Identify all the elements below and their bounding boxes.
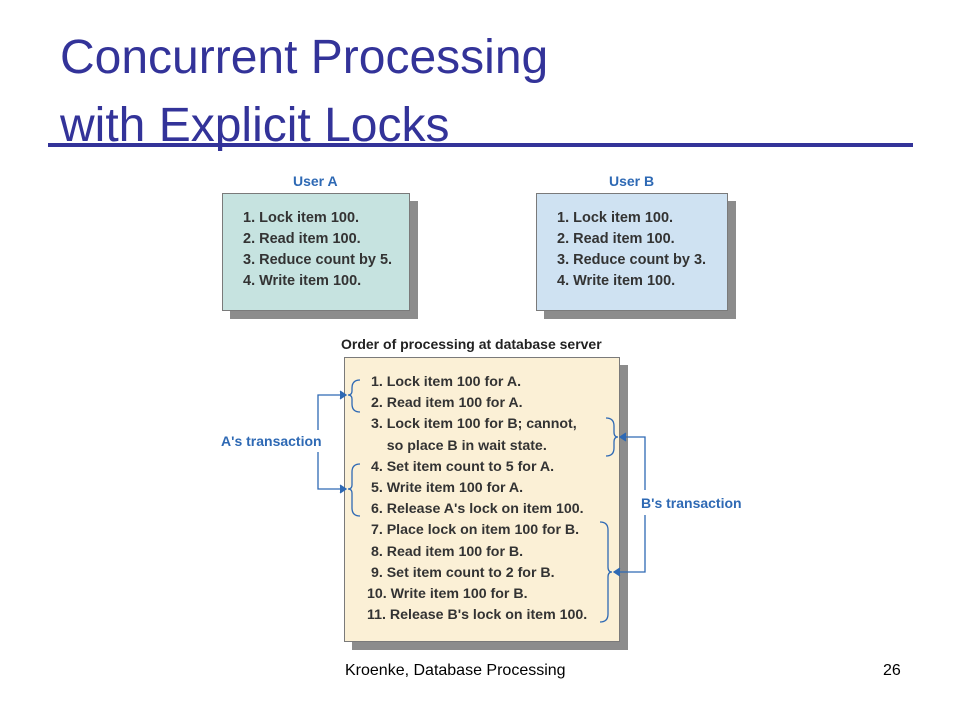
user-a-step: 1. Lock item 100. (243, 210, 360, 226)
user-b-step: 2. Read item 100. (557, 231, 675, 247)
server-step: 6. Release A's lock on item 100. (367, 501, 584, 518)
server-step: 4. Set item count to 5 for A. (367, 458, 555, 475)
server-order-box: 1. Lock item 100 for A. 2. Read item 100… (344, 357, 620, 642)
slide-title-line-1: Concurrent Processing (60, 31, 549, 84)
title-underline (48, 143, 913, 147)
server-step: 11. Release B's lock on item 100. (367, 607, 588, 624)
user-a-box: 1. Lock item 100. 2. Read item 100. 3. Red… (222, 193, 410, 311)
user-b-step: 3. Reduce count by 3. (557, 252, 707, 268)
server-step: so place B in wait state. (367, 437, 547, 454)
server-step: 3. Lock item 100 for B; cannot, (367, 416, 577, 433)
server-step: 5. Write item 100 for A. (367, 479, 524, 496)
user-a-step: 3. Reduce count by 5. (243, 252, 393, 268)
user-a-step: 4. Write item 100. (243, 273, 362, 289)
b-transaction-connector (612, 432, 646, 577)
user-b-box: 1. Lock item 100. 2. Read item 100. 3. Red… (536, 193, 728, 311)
user-b-steps: 1. Lock item 100. 2. Read item 100. 3. Red… (557, 208, 727, 292)
b-transaction-label: B's transaction (641, 495, 742, 511)
server-step: 9. Set item count to 2 for B. (367, 564, 555, 581)
a-transaction-braces (347, 379, 361, 517)
server-step: 7. Place lock on item 100 for B. (367, 522, 580, 539)
a-transaction-connector (317, 390, 348, 494)
footer-page-number: 26 (883, 662, 901, 679)
b-transaction-braces (599, 417, 619, 623)
user-a-steps: 1. Lock item 100. 2. Read item 100. 3. Red… (243, 208, 409, 292)
user-a-step: 2. Read item 100. (243, 231, 361, 247)
footer-source: Kroenke, Database Processing (345, 662, 566, 679)
server-step: 8. Read item 100 for B. (367, 543, 524, 560)
user-b-step: 4. Write item 100. (557, 273, 676, 289)
user-a-label: User A (293, 173, 338, 189)
user-b-step: 1. Lock item 100. (557, 210, 674, 226)
server-step: 10. Write item 100 for B. (367, 585, 528, 602)
server-step: 2. Read item 100 for A. (367, 395, 523, 412)
server-step: 1. Lock item 100 for A. (367, 374, 522, 390)
server-order-label: Order of processing at database server (341, 336, 602, 352)
user-b-label: User B (609, 173, 655, 189)
server-steps: 1. Lock item 100 for A. 2. Read item 100… (345, 372, 619, 626)
a-transaction-label: A's transaction (221, 433, 322, 449)
